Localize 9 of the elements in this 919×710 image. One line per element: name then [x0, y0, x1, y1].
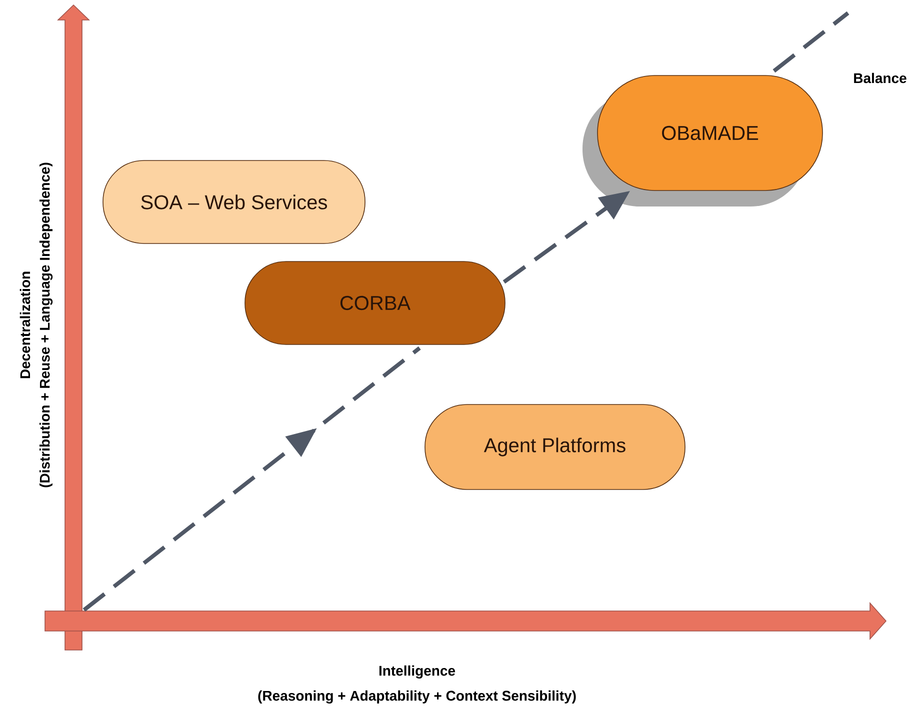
rounded-box: SOA – Web Services	[102, 160, 366, 244]
line-label: Balance	[854, 72, 906, 84]
rounded-box: Agent Platforms	[424, 404, 686, 490]
axis-title: Intelligence	[379, 665, 456, 679]
axis-title: (Distribution + Reuse + Language Independence)	[39, 162, 53, 488]
rounded-box: OBaMADE	[582, 75, 823, 206]
axis-title: Decentralization	[20, 272, 30, 378]
rounded-box: CORBA	[244, 261, 506, 345]
axis-title: (Reasoning + Adaptability + Context Sensibility)	[258, 690, 576, 704]
